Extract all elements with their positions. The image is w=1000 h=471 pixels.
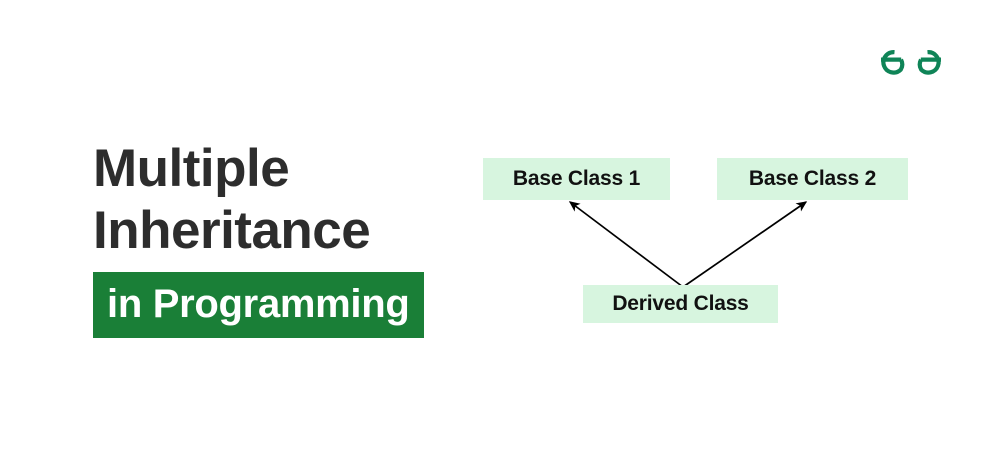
arrow-derived-to-base2 [682,201,808,288]
node-base-class-2-label: Base Class 2 [748,167,877,190]
node-base-class-2[interactable]: Base Class 2 [717,158,908,200]
geeksforgeeks-logo [874,38,948,82]
node-base-class-1-label: Base Class 1 [512,167,641,190]
inheritance-diagram: Base Class 1 Base Class 2 Derived Class [460,140,960,350]
title-line-2: Inheritance [93,201,371,260]
diagram-arrows [568,201,808,288]
title-line-1: Multiple [93,139,290,198]
node-base-class-1[interactable]: Base Class 1 [483,158,670,200]
node-derived-class-label: Derived Class [612,292,749,315]
title-highlight-band: in Programming [93,272,424,338]
title-block: Multiple Inheritance in Programming [93,138,493,338]
arrow-derived-to-base1 [568,201,684,288]
node-derived-class[interactable]: Derived Class [583,285,778,323]
